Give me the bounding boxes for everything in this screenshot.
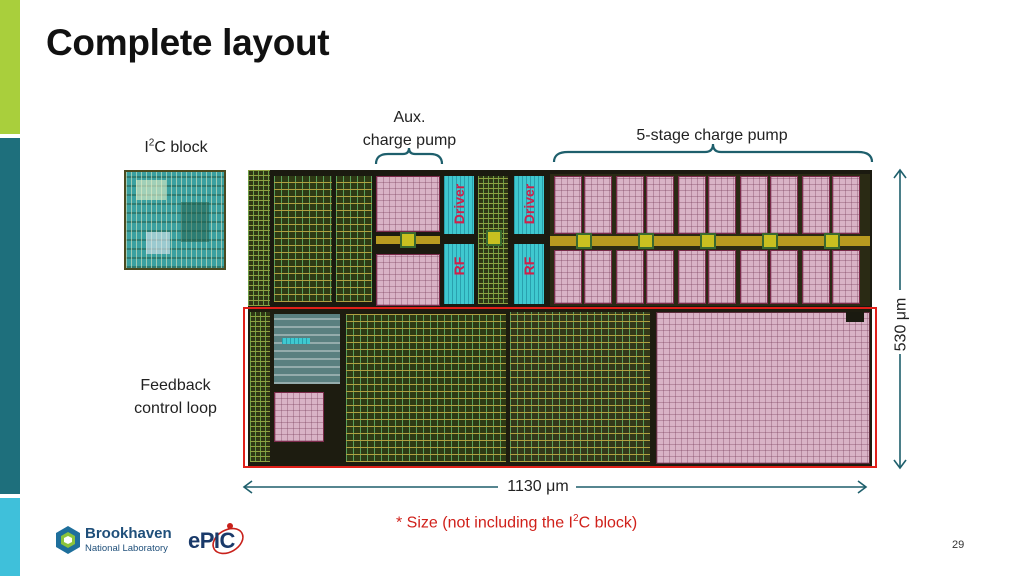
pump-switch-2: [638, 233, 654, 249]
epic-orbit-icon: [212, 523, 244, 555]
aux-label-line1: Aux.: [393, 109, 426, 126]
five-stage-brace-icon: [552, 143, 874, 163]
aux-grid-block-1: [274, 176, 332, 302]
pump-cap-top-3: [616, 176, 644, 234]
pump-cap-top-5: [678, 176, 706, 234]
i2c-prefix: I: [144, 139, 149, 156]
page-number: 29: [952, 539, 965, 551]
footnote-sup: 2: [573, 513, 579, 524]
aux-brace-icon: [374, 147, 444, 165]
left-edge-strip: [248, 170, 270, 306]
feedback-highlight-box: [243, 307, 877, 468]
aux-charge-pump-label: Aux. charge pump: [352, 106, 467, 152]
rf-label-1: RF: [451, 256, 467, 276]
accent-bar-lime: [0, 0, 20, 134]
pump-cap-bottom-2: [584, 250, 612, 304]
aux-cap-bottom: [376, 254, 440, 306]
width-dimension-label: 1130 μm: [507, 478, 569, 495]
feedback-region: [248, 308, 872, 468]
brookhaven-logo: Brookhaven National Laboratory: [54, 523, 174, 557]
pump-cap-bottom-6: [708, 250, 736, 304]
driver-label-1: Driver: [451, 183, 467, 225]
rf-block-2: [514, 244, 544, 304]
feedback-small-cap: [274, 392, 324, 442]
pump-cap-bottom-8: [770, 250, 798, 304]
pump-cap-top-10: [832, 176, 860, 234]
pump-cap-bottom-5: [678, 250, 706, 304]
driver-label-2: Driver: [521, 183, 537, 225]
brookhaven-name: Brookhaven: [85, 525, 172, 542]
pump-cap-bottom-3: [616, 250, 644, 304]
pump-switch-4: [762, 233, 778, 249]
aux-switch: [400, 232, 416, 248]
pump-switch-1: [576, 233, 592, 249]
i2c-block-label: I2C block: [126, 136, 226, 159]
i2c-block-layout-image: [124, 170, 226, 270]
rf-block-1: [444, 244, 474, 304]
aux-cap-top: [376, 176, 440, 232]
accent-bar-teal: [0, 138, 20, 494]
pump-switch-5: [824, 233, 840, 249]
footnote-prefix: * Size (not including the I: [396, 514, 573, 532]
slide-title: Complete layout: [46, 22, 330, 63]
aux-grid-block-2: [336, 176, 372, 302]
five-stage-charge-pump-label: 5-stage charge pump: [636, 127, 788, 144]
footnote-suffix: C block): [578, 514, 638, 532]
pump-cap-top-9: [802, 176, 830, 234]
pump-cap-top-6: [708, 176, 736, 234]
aux-label-line2: charge pump: [362, 132, 457, 149]
feedback-grid-block-2: [510, 312, 650, 462]
feedback-large-cap: [656, 312, 870, 464]
feedback-control-loop-label: Feedback control loop: [118, 374, 233, 420]
feedback-grid-block-1: [346, 314, 506, 462]
pump-cap-bottom-7: [740, 250, 768, 304]
pump-cap-bottom-4: [646, 250, 674, 304]
i2c-suffix: C block: [154, 139, 208, 156]
accent-bar-cyan: [0, 498, 20, 576]
pump-cap-top-7: [740, 176, 768, 234]
feedback-comparator: [274, 314, 340, 384]
feedback-corner-pad: [846, 312, 864, 322]
five-stage-pump-region: [550, 174, 870, 306]
height-dimension-label: 530 μm: [892, 297, 910, 352]
pump-cap-top-4: [646, 176, 674, 234]
pump-cap-top-2: [584, 176, 612, 234]
brookhaven-hexagon-icon: [56, 526, 80, 554]
brookhaven-subtitle: National Laboratory: [85, 543, 168, 554]
pump-switch-3: [700, 233, 716, 249]
pump-cap-bottom-10: [832, 250, 860, 304]
pump-cap-top-1: [554, 176, 582, 234]
height-dimension-arrow-icon: [893, 168, 907, 470]
epic-text: ePIC: [188, 528, 235, 553]
feedback-cyan-strip: [282, 338, 310, 344]
feedback-line2: control loop: [134, 400, 217, 417]
feedback-small-logic: [250, 312, 270, 462]
i2c-sup: 2: [148, 137, 155, 149]
size-footnote: * Size (not including the I2C block): [396, 513, 676, 532]
middle-switch: [486, 230, 502, 246]
driver-block-1: [444, 176, 474, 234]
pump-cap-top-8: [770, 176, 798, 234]
epic-logo: ePIC: [188, 520, 248, 560]
driver-block-2: [514, 176, 544, 234]
feedback-line1: Feedback: [140, 377, 211, 394]
width-dimension-arrow-icon: [242, 480, 868, 494]
pump-cap-bottom-9: [802, 250, 830, 304]
chip-layout: Driver RF Driver RF: [248, 170, 872, 468]
rf-label-2: RF: [521, 256, 537, 276]
pump-cap-bottom-1: [554, 250, 582, 304]
